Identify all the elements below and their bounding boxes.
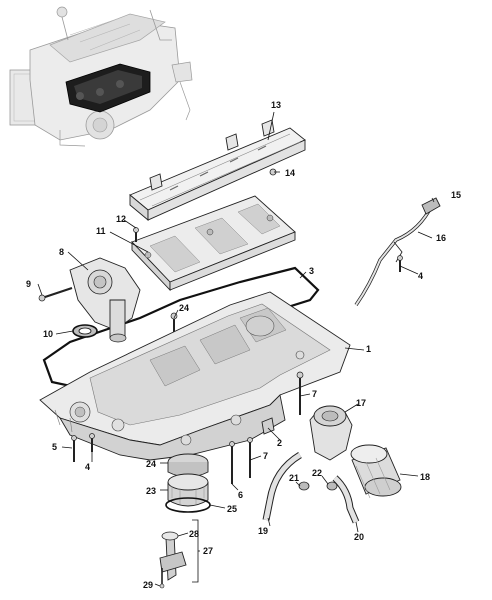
callout-4-lower: 4 [85,462,90,472]
callout-3: 3 [309,266,314,276]
callout-4-upper: 4 [418,271,423,281]
callout-13: 12 [116,214,126,224]
callout-6: 6 [238,490,243,500]
callout-23: 23 [146,486,156,496]
part-17-dipstick-tube [354,204,434,307]
callout-17: 16 [436,233,446,243]
part-11-seal-ring [72,324,98,338]
callout-26: 24 [179,303,189,313]
part-4-stud-lower [89,433,95,452]
callout-27: 27 [203,546,213,556]
part-8-bolt [296,371,304,415]
engine-overview-image [9,6,193,147]
part-13-stud [133,227,139,242]
callout-2: 2 [277,438,282,448]
callout-5: 5 [52,442,57,452]
callout-10: 9 [26,279,31,289]
part-18-filter-adapter [309,405,353,461]
callout-14: 13 [271,100,281,110]
leader-lines [37,111,435,587]
callout-15: 14 [285,168,295,178]
callout-29: 29 [143,580,153,590]
callout-12: 11 [96,226,106,236]
part-14-upper-baffle [129,119,306,221]
part-5-stud [71,435,77,462]
callout-28: 28 [189,529,199,539]
part-21-hose [332,475,360,524]
callout-18: 17 [356,398,366,408]
part-10-bolt [38,286,73,302]
callout-19: 18 [420,472,430,482]
part-2-drain-plug [261,417,275,435]
part-28-sensor [159,531,187,581]
callout-22-left: 21 [289,473,299,483]
part-22-clamp-right [326,481,338,491]
callout-11: 10 [43,329,53,339]
part-22-clamp-left [298,481,310,491]
part-23-housing [167,473,209,507]
callout-21: 20 [354,532,364,542]
callout-24: 24 [146,459,156,469]
callout-labels: 13 14 12 11 15 16 4 3 8 9 10 24 1 7 2 5 … [26,100,461,590]
callout-16: 15 [451,190,461,200]
part-9-oil-pump [69,257,141,343]
part-1-oil-pan [39,291,351,461]
part-6-bolt [229,441,235,484]
callout-7: 7 [263,451,268,461]
part-12-baffle-plate [131,195,296,292]
callout-25: 25 [227,504,237,514]
part-4-bolt-upper [397,255,403,272]
callout-9: 8 [59,247,64,257]
callout-8: 7 [312,389,317,399]
callout-20: 19 [258,526,268,536]
part-7-bolt [247,437,253,478]
part-16-dipstick-handle [421,197,441,215]
part-19-oil-filter [350,444,402,499]
callout-1: 1 [366,344,371,354]
callout-22-right: 22 [312,468,322,478]
part-20-hose [262,451,302,521]
part-24-cap [167,453,209,478]
